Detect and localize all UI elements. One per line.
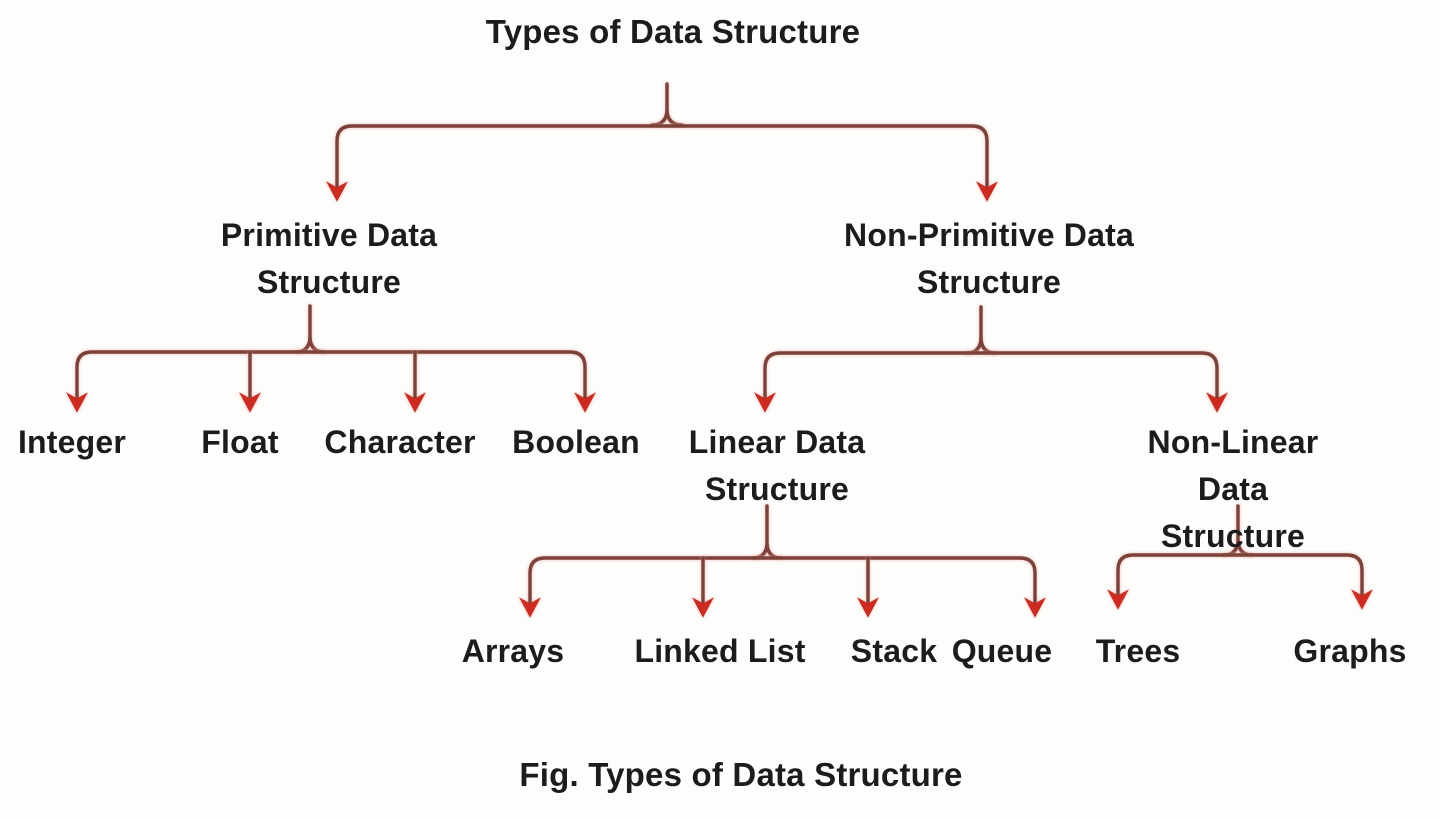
node-non-primitive: Non-Primitive Data Structure [844, 217, 1134, 300]
node-arrays: Arrays [461, 633, 565, 669]
connector-non-linear-brace [1107, 553, 1373, 610]
node-integer: Integer [17, 424, 127, 460]
connector-root-stem [650, 82, 684, 127]
node-root: Types of Data Structure [485, 13, 861, 50]
connector-linear-brace [519, 556, 1046, 618]
node-trees: Trees [1095, 633, 1181, 669]
connector-linear-stem [751, 504, 783, 560]
connector-non-primitive-brace [754, 351, 1228, 413]
node-linear: Linear Data Structure [688, 424, 866, 507]
node-queue: Queue [951, 633, 1053, 669]
connector-non-primitive-stem [965, 305, 997, 355]
node-linked-list: Linked List [634, 633, 806, 669]
node-boolean: Boolean [512, 424, 640, 460]
node-non-linear: Non-Linear Data Structure [1147, 424, 1319, 554]
node-stack: Stack [850, 633, 938, 669]
node-primitive: Primitive Data Structure [220, 217, 438, 300]
connector-primitive-stem [294, 304, 326, 354]
node-float: Float [201, 424, 279, 460]
figure-caption: Fig. Types of Data Structure [519, 756, 963, 793]
connector-level1-brace [326, 124, 998, 202]
node-character: Character [324, 424, 476, 460]
connector-primitive-brace [66, 350, 596, 413]
node-graphs: Graphs [1293, 633, 1407, 669]
